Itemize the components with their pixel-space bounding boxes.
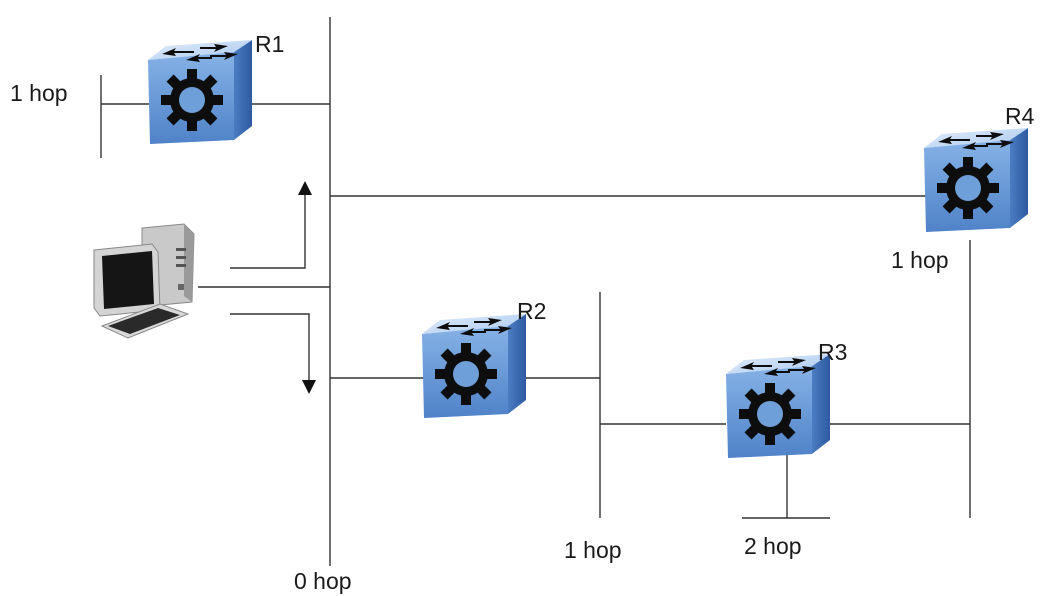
- router-r4-icon: [924, 128, 1028, 232]
- router-r4-label: R4: [1005, 103, 1035, 129]
- flow-arrow-up: [230, 181, 312, 269]
- hop-label-r4: 1 hop: [891, 247, 949, 273]
- computer-icon: [93, 223, 195, 339]
- router-r3-icon: [726, 354, 830, 458]
- hop-label-backbone: 0 hop: [294, 568, 352, 594]
- router-r2-icon: [422, 314, 526, 418]
- router-r2-label: R2: [517, 298, 546, 324]
- router-r3-label: R3: [818, 339, 847, 365]
- router-r1-label: R1: [255, 31, 284, 57]
- flow-arrow-down: [230, 313, 316, 394]
- router-r1-icon: [148, 40, 252, 144]
- hop-label-r3: 2 hop: [744, 533, 802, 559]
- hop-label-r2: 1 hop: [564, 537, 622, 563]
- hop-label-r1: 1 hop: [10, 80, 68, 106]
